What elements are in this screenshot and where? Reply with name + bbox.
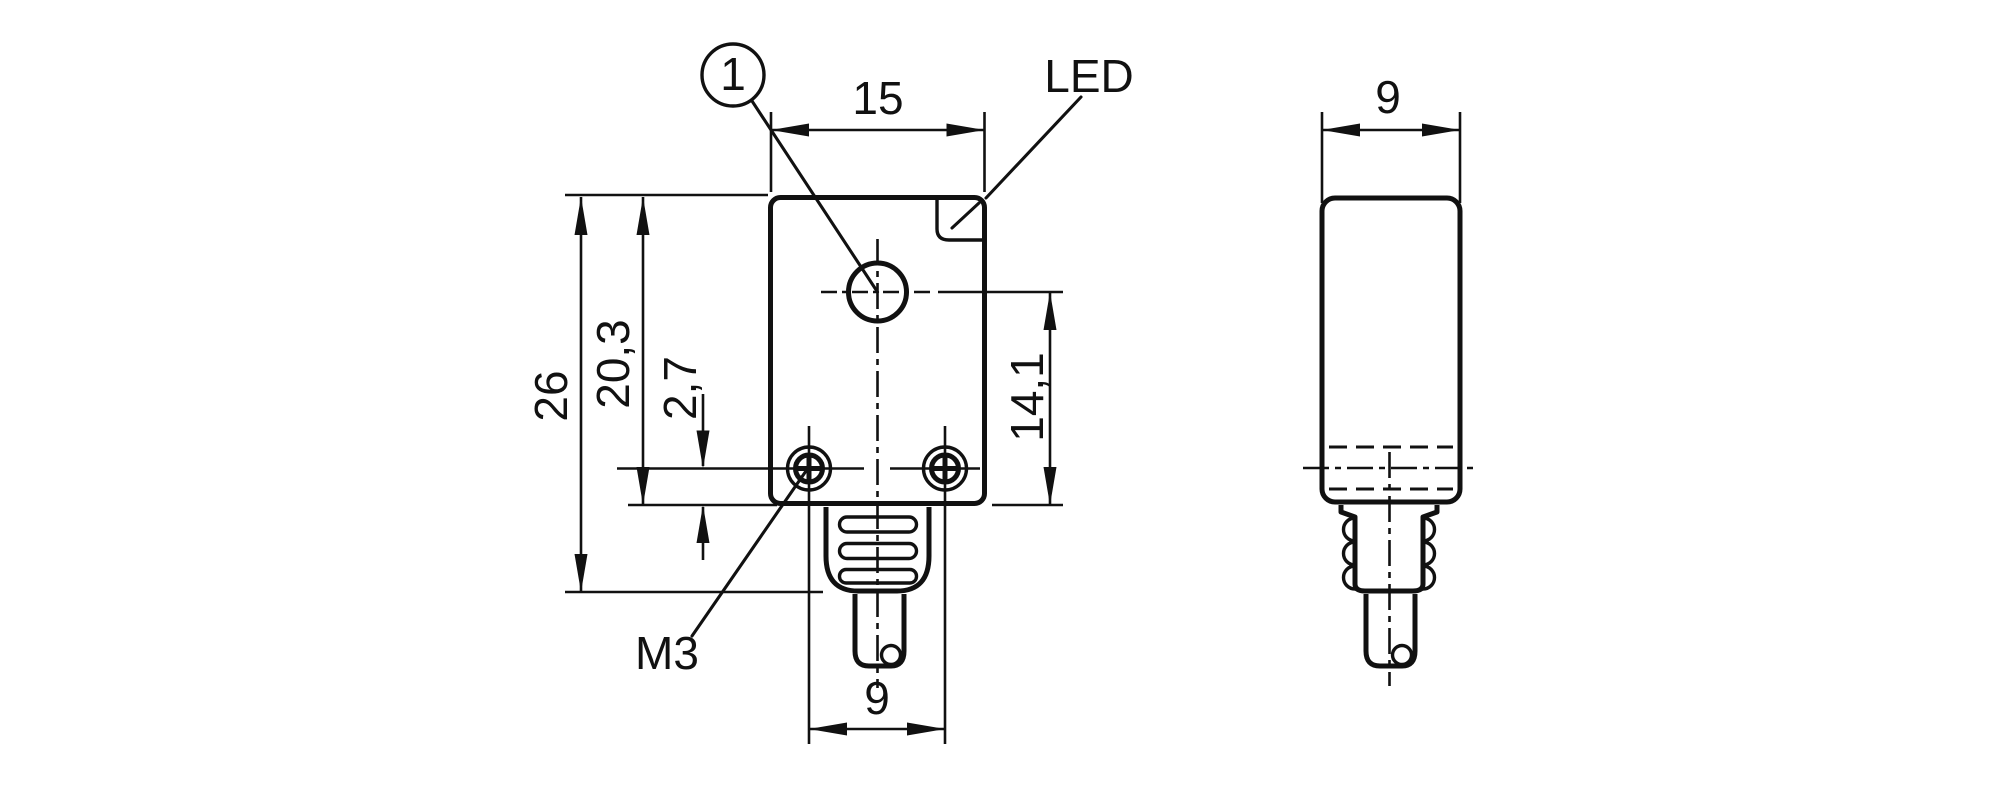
dim-text-hole-spacing: 9 bbox=[864, 672, 890, 724]
arrowhead-left bbox=[771, 123, 809, 137]
dim-text-body-height: 20,3 bbox=[587, 319, 639, 409]
hole-left-outer-circle bbox=[785, 445, 833, 492]
dim-text-depth: 9 bbox=[1375, 71, 1401, 123]
balloon-leader-line bbox=[750, 99, 880, 294]
thread-label: M3 bbox=[635, 627, 699, 679]
dim-text-face-to-bottom: 14,1 bbox=[1001, 352, 1053, 442]
dim-text-width: 15 bbox=[852, 72, 903, 124]
arrowhead-right bbox=[946, 123, 985, 137]
arrowhead-top bbox=[636, 197, 650, 235]
dim-front-face-to-bottom: 14,1 bbox=[938, 290, 1063, 507]
dim-text-hole-offset: 2,7 bbox=[654, 356, 706, 420]
side-body-outline bbox=[1319, 195, 1463, 505]
side-rib-left-2 bbox=[1341, 540, 1357, 567]
thread-leader-line bbox=[690, 469, 808, 638]
arrowhead-bottom bbox=[574, 554, 588, 592]
dim-front-hole-spacing: 9 bbox=[809, 672, 945, 736]
side-rib-right-1 bbox=[1421, 516, 1437, 543]
hole-right-inner-circle bbox=[929, 452, 961, 485]
arrowhead-top bbox=[1043, 292, 1057, 330]
arrowhead-left bbox=[1322, 123, 1360, 137]
balloon-circle bbox=[700, 42, 766, 108]
arrowhead-bottom bbox=[1043, 467, 1057, 505]
side-cable-end-loop bbox=[1390, 643, 1414, 667]
dim-front-hole-offset: 2,7 bbox=[654, 356, 710, 560]
arrowhead-right bbox=[907, 722, 945, 736]
front-cable-outline bbox=[852, 594, 907, 669]
balloon-sensing-face: 1 bbox=[700, 42, 880, 294]
dim-side-depth: 9 bbox=[1320, 71, 1462, 203]
side-rib-left-3 bbox=[1341, 564, 1357, 591]
arrowhead-up bbox=[696, 505, 710, 543]
balloon-number: 1 bbox=[720, 48, 746, 100]
side-rib-right-2 bbox=[1421, 540, 1437, 567]
thread-callout: M3 bbox=[635, 469, 808, 679]
led-leader-line bbox=[984, 95, 1083, 200]
front-view: 15 26 20,3 2,7 bbox=[525, 42, 1134, 744]
arrowhead-right bbox=[1422, 123, 1460, 137]
dim-front-body-height: 20,3 bbox=[587, 197, 777, 507]
arrowhead-top bbox=[574, 197, 588, 235]
dim-text-overall-height: 26 bbox=[525, 370, 577, 421]
front-cable-end-loop bbox=[879, 643, 903, 667]
front-mounting-holes bbox=[617, 426, 980, 744]
led-callout: LED bbox=[984, 50, 1134, 200]
led-label: LED bbox=[1044, 50, 1133, 102]
hole-left-inner-circle bbox=[793, 452, 825, 485]
dim-front-width: 15 bbox=[769, 72, 986, 192]
led-window-diagonal bbox=[950, 201, 981, 230]
hole-right-outer-circle bbox=[921, 445, 969, 492]
side-view: 9 bbox=[1303, 71, 1479, 686]
arrowhead-left bbox=[809, 722, 847, 736]
arrowhead-down bbox=[696, 430, 710, 469]
side-rib-left-1 bbox=[1341, 516, 1357, 543]
side-rib-right-3 bbox=[1421, 564, 1437, 591]
led-window bbox=[935, 197, 985, 242]
dim-front-overall-height: 26 bbox=[525, 193, 823, 594]
arrowhead-bottom bbox=[636, 467, 650, 505]
